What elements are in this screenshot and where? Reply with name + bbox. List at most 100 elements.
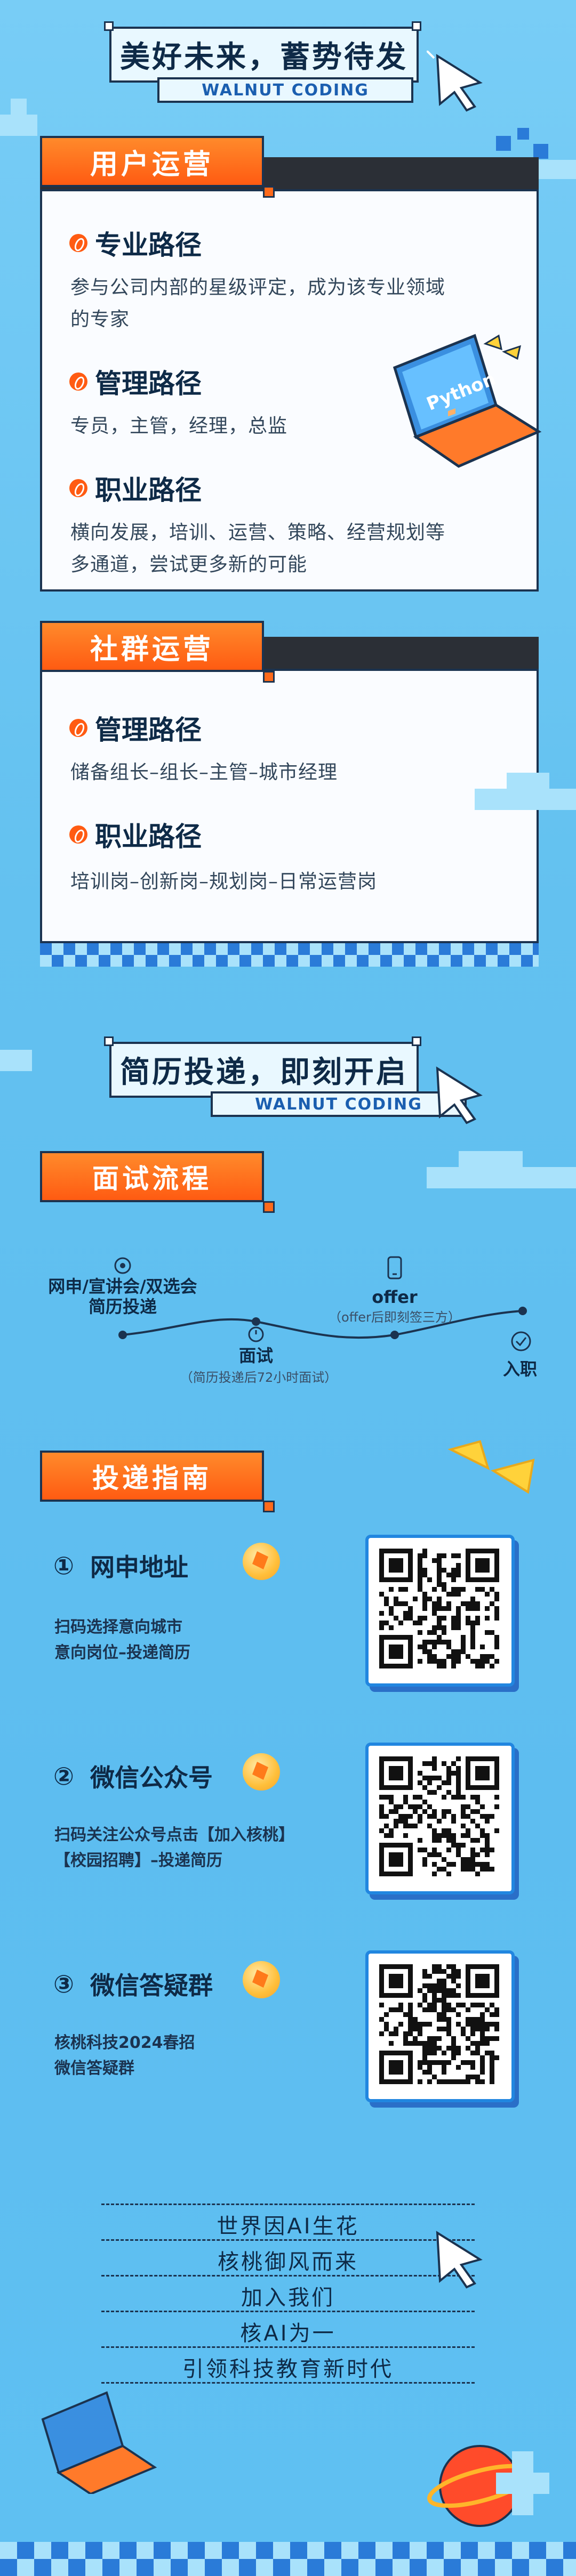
section-title-text: 管理路径 (95, 715, 202, 746)
tab-community-ops: 社群运营 (40, 621, 275, 683)
pixel-cloud (459, 1151, 523, 1167)
check-icon (511, 1331, 531, 1351)
slogan-line: 引领科技教育新时代 (182, 2357, 394, 2381)
section-title: 管理路径 (69, 362, 202, 401)
slogan-line: 核AI为一 (240, 2321, 336, 2346)
desc-line: 专员，主管，经理，总监 (70, 415, 288, 437)
desc-line: 培训岗–创新岗–规划岗–日常运营岗 (70, 871, 378, 893)
bullet-icon (69, 372, 87, 391)
qr-icon (379, 1549, 499, 1668)
step-label-line: 网申/宣讲会/双选会 (48, 1276, 197, 1297)
banner-corner (412, 21, 421, 31)
sparkle-icon (448, 1440, 535, 1494)
process-node (118, 1331, 127, 1339)
guide-title-text: 网申地址 (90, 1553, 188, 1582)
desc-line: 储备组长–组长–主管–城市经理 (70, 762, 338, 783)
sparkle-icon (483, 334, 522, 360)
guide-title-text: 微信答疑群 (90, 1971, 213, 2000)
section-desc: 储备组长–组长–主管–城市经理 (70, 757, 338, 789)
step-label: 网申/宣讲会/双选会 简历投递 (29, 1276, 216, 1317)
slogan-divider (101, 2346, 475, 2348)
slogan-divider (101, 2239, 475, 2241)
banner-corner (104, 1036, 114, 1046)
process-node (252, 1317, 260, 1326)
phone-icon (387, 1256, 402, 1279)
tab-label: 面试流程 (92, 1163, 212, 1194)
section-title: 管理路径 (69, 709, 202, 747)
desc-line: 核桃科技2024春招 (54, 2034, 195, 2052)
qr-code-wechat-official[interactable] (365, 1743, 515, 1894)
process-node (518, 1307, 527, 1315)
banner-corner (104, 21, 114, 31)
brand-text: WALNUT CODING (202, 80, 369, 100)
guide-title: ② 微信公众号 (53, 1759, 213, 1794)
guide-title-text: 微信公众号 (90, 1763, 213, 1792)
qr-icon (379, 1756, 499, 1876)
guide-num: ① (53, 1551, 74, 1580)
section-title: 专业路径 (69, 224, 202, 262)
slogan-line: 世界因AI生花 (217, 2214, 359, 2239)
step-label: offer (372, 1287, 418, 1307)
desc-line: 意向岗位–投递简历 (54, 1643, 190, 1662)
desc-line: 扫码选择意向城市 (54, 1618, 182, 1637)
section-desc: 专员，主管，经理，总监 (70, 410, 287, 442)
section-title: 职业路径 (69, 469, 202, 507)
cursor-icon (436, 1066, 483, 1124)
pixel-cloud (0, 1050, 32, 1071)
coin-icon (243, 1543, 280, 1580)
section-title-text: 管理路径 (95, 368, 202, 399)
resume-banner: 简历投递，即刻开启 (109, 1042, 419, 1098)
guide-num: ③ (53, 1970, 74, 1998)
desc-line: 微信答疑群 (54, 2059, 134, 2078)
process-node (390, 1331, 399, 1339)
slogan-line: 加入我们 (241, 2286, 335, 2310)
coin-icon (243, 1961, 280, 1998)
slogan-divider (101, 2382, 475, 2384)
step-note: （offer后即刻签三方） (329, 1310, 461, 1325)
slogan-divider (101, 2311, 475, 2312)
step-label: 入职 (502, 1359, 537, 1379)
laptop-python-icon (41, 2391, 157, 2494)
desc-line: 扫码关注公众号点击【加入核桃】 (54, 1826, 294, 1844)
guide-desc: 扫码选择意向城市 意向岗位–投递简历 (54, 1615, 190, 1666)
section-desc: 参与公司内部的星级评定，成为该专业领域 的专家 (70, 272, 445, 336)
cursor-icon (427, 51, 483, 112)
step-label: 面试 (238, 1346, 273, 1366)
desc-line: 多通道，尝试更多新的可能 (70, 554, 308, 576)
step-label-line: 简历投递 (88, 1297, 157, 1317)
slogan-line: 核桃御风而来 (218, 2250, 358, 2274)
qr-icon (379, 1964, 499, 2084)
header-banner: 美好未来，蓄势待发 (109, 27, 419, 83)
section-title-text: 职业路径 (95, 821, 202, 852)
guide-num: ② (53, 1762, 74, 1791)
bullet-icon (69, 825, 87, 844)
pixel-cloud (427, 1167, 576, 1188)
slogan-divider (101, 2204, 475, 2205)
broadcast-icon (114, 1257, 131, 1274)
tab-label: 投递指南 (92, 1463, 212, 1494)
brand-banner: WALNUT CODING (157, 77, 413, 103)
guide-desc: 扫码关注公众号点击【加入核桃】 【校园招聘】–投递简历 (54, 1822, 294, 1874)
qr-code-wechat-group[interactable] (365, 1950, 515, 2102)
brand-text: WALNUT CODING (255, 1095, 422, 1114)
desc-line: 的专家 (70, 309, 130, 330)
cursor-icon (436, 2231, 483, 2289)
section-desc: 横向发展，培训、运营、策略、经营规划等 多通道，尝试更多新的可能 (70, 517, 445, 581)
resume-title: 简历投递，即刻开启 (120, 1055, 408, 1090)
section-title-text: 专业路径 (95, 230, 202, 261)
guide-title: ③ 微信答疑群 (53, 1966, 213, 2002)
section-title-text: 职业路径 (95, 475, 202, 506)
timer-icon (248, 1326, 264, 1342)
tab-label: 社群运营 (90, 633, 214, 666)
qr-code-apply[interactable] (365, 1535, 515, 1687)
bullet-icon (69, 479, 87, 497)
desc-line: 【校园招聘】–投递简历 (54, 1851, 222, 1870)
guide-desc: 核桃科技2024春招 微信答疑群 (54, 2030, 195, 2081)
tab-guide: 投递指南 (40, 1451, 275, 1512)
coin-icon (243, 1753, 280, 1791)
desc-line: 参与公司内部的星级评定，成为该专业领域 (70, 277, 446, 298)
desc-line: 横向发展，培训、运营、策略、经营规划等 (70, 522, 446, 544)
banner-corner (412, 1036, 421, 1046)
step-note: （简历投递后72小时面试） (180, 1370, 338, 1385)
tab-user-ops: 用户运营 (40, 136, 275, 198)
